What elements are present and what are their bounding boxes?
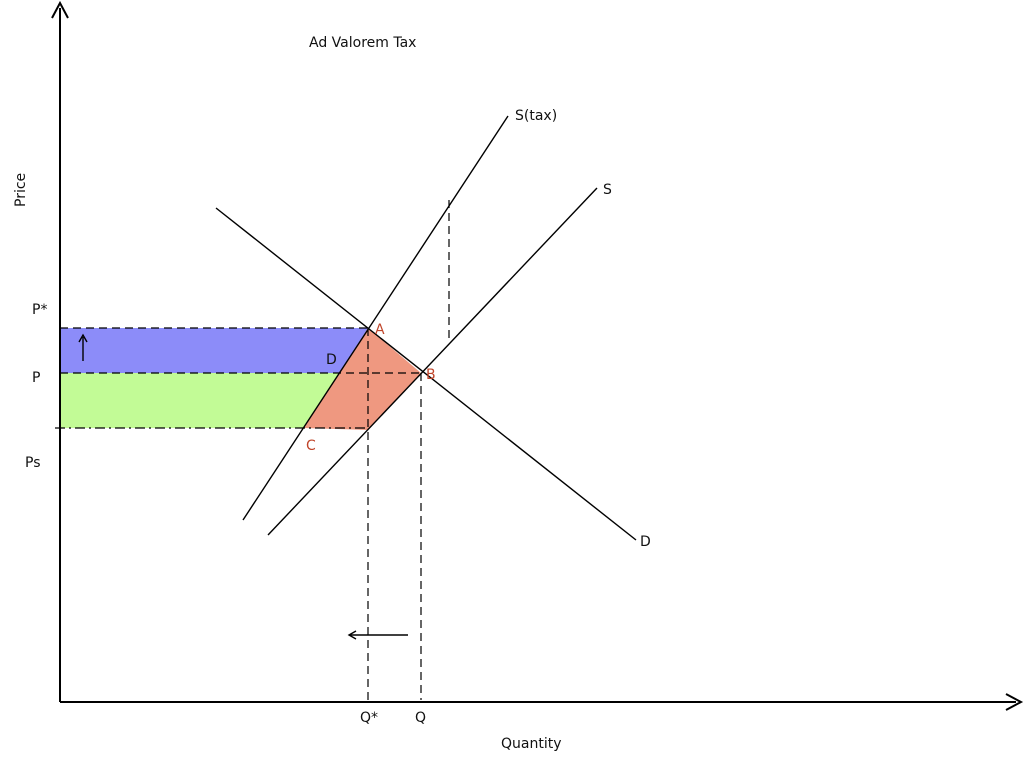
x-axis-arrowhead <box>1005 693 1024 711</box>
producer-tax-burden-area <box>60 373 341 428</box>
chart-title: Ad Valorem Tax <box>309 35 416 51</box>
y-axis-arrowhead <box>51 0 69 19</box>
q-star-label: Q* <box>360 710 378 726</box>
demand-curve <box>215 207 637 541</box>
supply-label: S <box>603 182 612 198</box>
x-axis-label: Quantity <box>501 736 562 752</box>
left-arrow-icon <box>347 630 408 640</box>
point-c-label: C <box>306 438 316 454</box>
up-arrow-icon <box>78 333 88 361</box>
q-label: Q <box>415 710 426 726</box>
supply-tax-label: S(tax) <box>515 108 557 124</box>
y-axis-label: Price <box>13 173 29 207</box>
ps-label: Ps <box>25 455 41 471</box>
p-label: P <box>32 370 40 386</box>
supply-tax-curve <box>242 115 509 521</box>
point-a-label: A <box>375 322 385 338</box>
deadweight-loss-area <box>304 328 421 430</box>
p-star-label: P* <box>32 302 47 318</box>
demand-label: D <box>640 534 651 550</box>
point-d-label: D <box>326 352 337 368</box>
consumer-tax-burden-area <box>60 328 368 373</box>
point-b-label: B <box>426 367 436 383</box>
supply-curve <box>267 187 598 536</box>
